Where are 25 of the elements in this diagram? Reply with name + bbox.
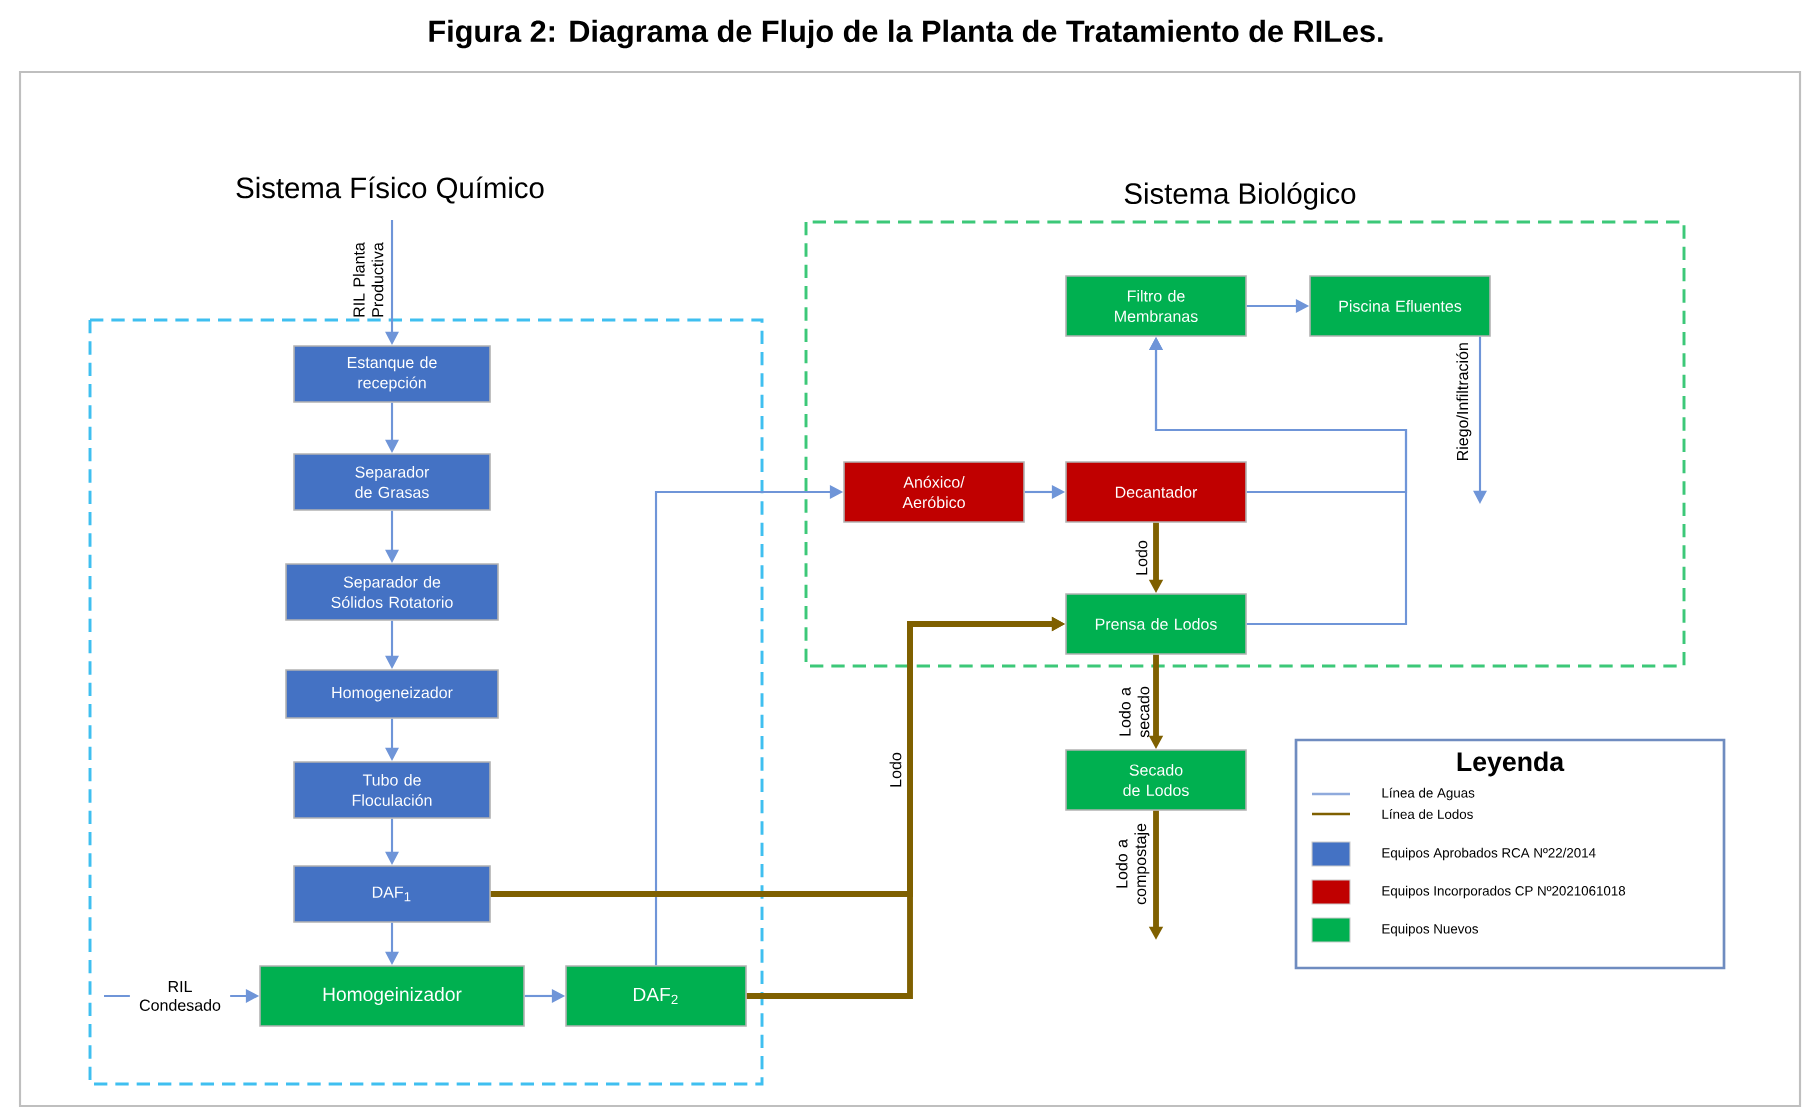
edge-label: Lodo <box>889 752 902 787</box>
process-box: Tubo de Floculación <box>293 761 491 819</box>
process-box: Homogeinizador <box>259 965 525 1027</box>
figure-title: Figura 2: Diagrama de Flujo de la Planta de Tratamiento de RILes. <box>429 19 1383 49</box>
process-box: Estanque de recepción <box>293 345 491 403</box>
legend-title: Leyenda <box>1457 751 1565 777</box>
process-box: Piscina Efluentes <box>1309 275 1491 337</box>
edge-label: Riego/Infiltración <box>1456 343 1472 460</box>
edge-label: RIL Condesado <box>129 978 231 1014</box>
process-box: Separador de Grasas <box>293 453 491 511</box>
process-box: Separador de Sólidos Rotatorio <box>285 563 499 621</box>
process-box: DAF$_{2}$ <box>565 965 747 1027</box>
process-box: DAF$_{1}$ <box>293 865 491 923</box>
node-label: Sistema Biológico <box>1124 182 1356 210</box>
process-box: Secado de Lodos <box>1065 749 1247 811</box>
process-box: Homogeneizador <box>285 669 499 719</box>
edge-label: Lodo <box>1135 540 1148 575</box>
process-box: Anóxico/ Aeróbico <box>843 461 1025 523</box>
edge-label: Lodo a secado <box>1118 686 1150 738</box>
edge-label: RIL Planta Productiva <box>352 242 384 317</box>
edge-label: Lodo a compostaje <box>1115 823 1150 905</box>
process-box: Filtro de Membranas <box>1065 275 1247 337</box>
process-box: Prensa de Lodos <box>1065 593 1247 655</box>
node-label: Sistema Físico Químico <box>236 176 544 204</box>
process-box: Decantador <box>1065 461 1247 523</box>
